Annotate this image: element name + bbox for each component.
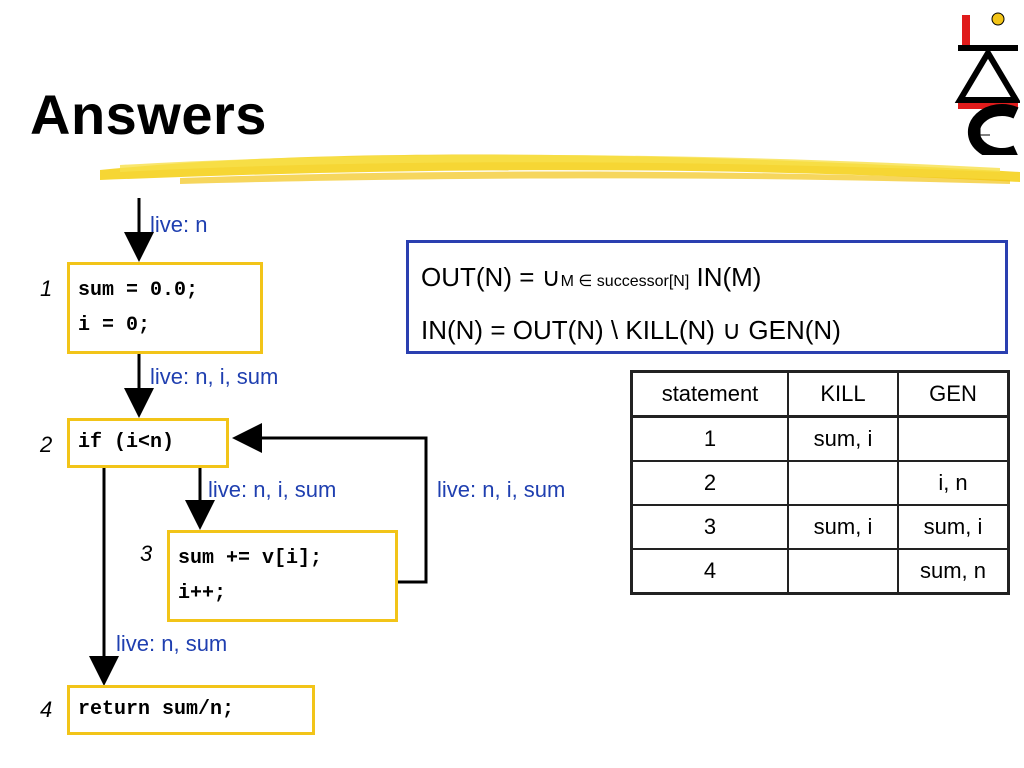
cell-kill [787, 460, 899, 506]
cell-statement: 3 [630, 504, 789, 550]
live-label-to-3: live: n, i, sum [208, 477, 337, 502]
cell-gen [897, 415, 1010, 462]
table-row: 2 i, n [630, 460, 1010, 506]
code-node-4: return sum/n; [67, 685, 315, 735]
out-lhs: OUT(N) = [421, 262, 542, 292]
node-number-2: 2 [40, 432, 53, 457]
cell-statement: 4 [630, 548, 789, 595]
code-node-1: sum = 0.0; i = 0; [67, 262, 263, 354]
table-row: 4 sum, n [630, 548, 1010, 595]
header-statement: statement [630, 370, 789, 418]
code-line: i++; [178, 582, 227, 605]
code-node-2: if (i<n) [67, 418, 229, 468]
dataflow-equations: OUT(N) = ∪M ∈ successor[N] IN(M) IN(N) =… [406, 240, 1008, 354]
edge-3-back-to-2 [232, 423, 428, 584]
live-label-back-edge: live: n, i, sum [437, 477, 566, 502]
title-underline-brush [100, 154, 1020, 184]
cell-statement: 1 [630, 415, 789, 462]
node-number-4: 4 [40, 697, 53, 722]
union-symbol: ∪ [541, 262, 561, 292]
live-label-entry: live: n [150, 212, 208, 237]
out-equation: OUT(N) = ∪M ∈ successor[N] IN(M) [421, 253, 993, 306]
slide-title: Answers [30, 83, 267, 146]
code-line: i = 0; [78, 314, 151, 337]
code-line: if (i<n) [78, 431, 175, 454]
code-line: return sum/n; [78, 698, 235, 721]
cell-kill: sum, i [787, 504, 899, 550]
live-label-after-1: live: n, i, sum [150, 364, 279, 389]
cell-gen: sum, i [897, 504, 1010, 550]
node-number-3: 3 [140, 541, 153, 566]
code-line: sum = 0.0; [78, 279, 199, 302]
node-number-1: 1 [40, 276, 53, 301]
table-row: 1 sum, i [630, 415, 1010, 462]
table-row: 3 sum, i sum, i [630, 504, 1010, 550]
cell-gen: i, n [897, 460, 1010, 506]
code-node-3: sum += v[i]; i++; [167, 530, 398, 622]
code-line: sum += v[i]; [178, 547, 323, 570]
cell-kill: sum, i [787, 415, 899, 462]
union-subscript: M ∈ successor[N] [560, 273, 690, 290]
cell-gen: sum, n [897, 548, 1010, 595]
kill-gen-table: statement KILL GEN 1 sum, i 2 i, n 3 sum… [630, 370, 1010, 595]
cell-statement: 2 [630, 460, 789, 506]
header-kill: KILL [787, 370, 899, 418]
table-header-row: statement KILL GEN [630, 370, 1010, 418]
live-label-to-4: live: n, sum [116, 631, 228, 656]
institution-logo [954, 12, 1020, 155]
in-equation: IN(N) = OUT(N) \ KILL(N) ∪ GEN(N) [421, 315, 841, 345]
header-gen: GEN [897, 370, 1010, 418]
cell-kill [787, 548, 899, 595]
out-rhs: IN(M) [689, 262, 762, 292]
